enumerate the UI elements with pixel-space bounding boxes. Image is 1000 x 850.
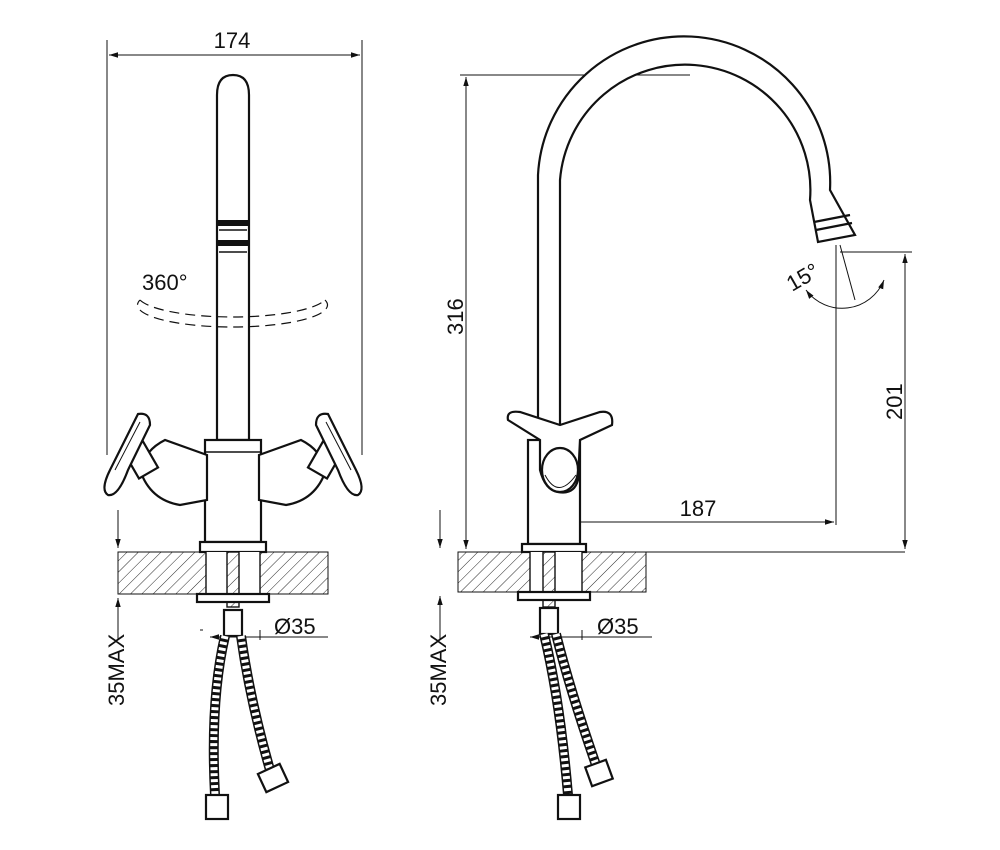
- front-right-handle-detail: [325, 421, 352, 471]
- front-diameter-label: Ø35: [274, 614, 316, 639]
- side-gooseneck-spout: [536, 35, 857, 502]
- rotation-label: 360°: [142, 270, 188, 295]
- front-hose-left-nut: [204, 793, 230, 821]
- side-hose-right-braid: [552, 633, 600, 767]
- front-aerator-ring-1: [216, 220, 250, 226]
- front-hose-left-braid: [210, 635, 229, 796]
- front-spout-pipe: [215, 73, 251, 442]
- front-aerator-ring-2: [216, 240, 250, 246]
- front-lock-nut: [222, 608, 244, 638]
- front-left-handle: [103, 412, 152, 497]
- side-hose-left-nut: [556, 793, 582, 821]
- front-view: 174 360°: [103, 28, 363, 821]
- front-thickness-label: 35MAX: [104, 634, 129, 706]
- front-base-flange: [198, 540, 268, 554]
- side-view: 316 15° 201 187: [426, 35, 912, 821]
- front-lock-plate: [195, 592, 271, 604]
- side-aerator-ring-2: [815, 221, 853, 232]
- side-handle-detail: [544, 474, 577, 488]
- side-mount-hole: [530, 552, 582, 592]
- side-diameter-label: Ø35: [597, 614, 639, 639]
- side-hose-left-braid: [540, 633, 572, 796]
- front-hose-right-nut: [256, 762, 290, 794]
- side-lock-nut: [538, 606, 560, 636]
- side-height-label: 316: [443, 298, 468, 335]
- side-hose-right-nut: [583, 758, 615, 788]
- side-aerator-ring: [813, 213, 851, 224]
- front-hose-right-braid: [237, 635, 274, 771]
- side-spout-height-label: 201: [882, 383, 907, 420]
- front-width-label: 174: [214, 28, 251, 53]
- side-angle-tilted: [839, 244, 856, 301]
- rotation-ellipse-back: [136, 299, 329, 328]
- side-base-flange: [520, 542, 588, 554]
- side-lock-plate: [516, 590, 592, 602]
- rotation-ellipse-front: [139, 299, 326, 318]
- side-reach-label: 187: [680, 496, 717, 521]
- side-angle-arc: [805, 279, 885, 309]
- side-thickness-label: 35MAX: [426, 634, 451, 706]
- front-faucet-body: [203, 438, 263, 544]
- front-right-handle: [314, 412, 363, 497]
- front-left-handle-detail: [114, 421, 141, 471]
- side-angle-label: 15°: [782, 258, 823, 296]
- side-handle-hub: [540, 446, 580, 494]
